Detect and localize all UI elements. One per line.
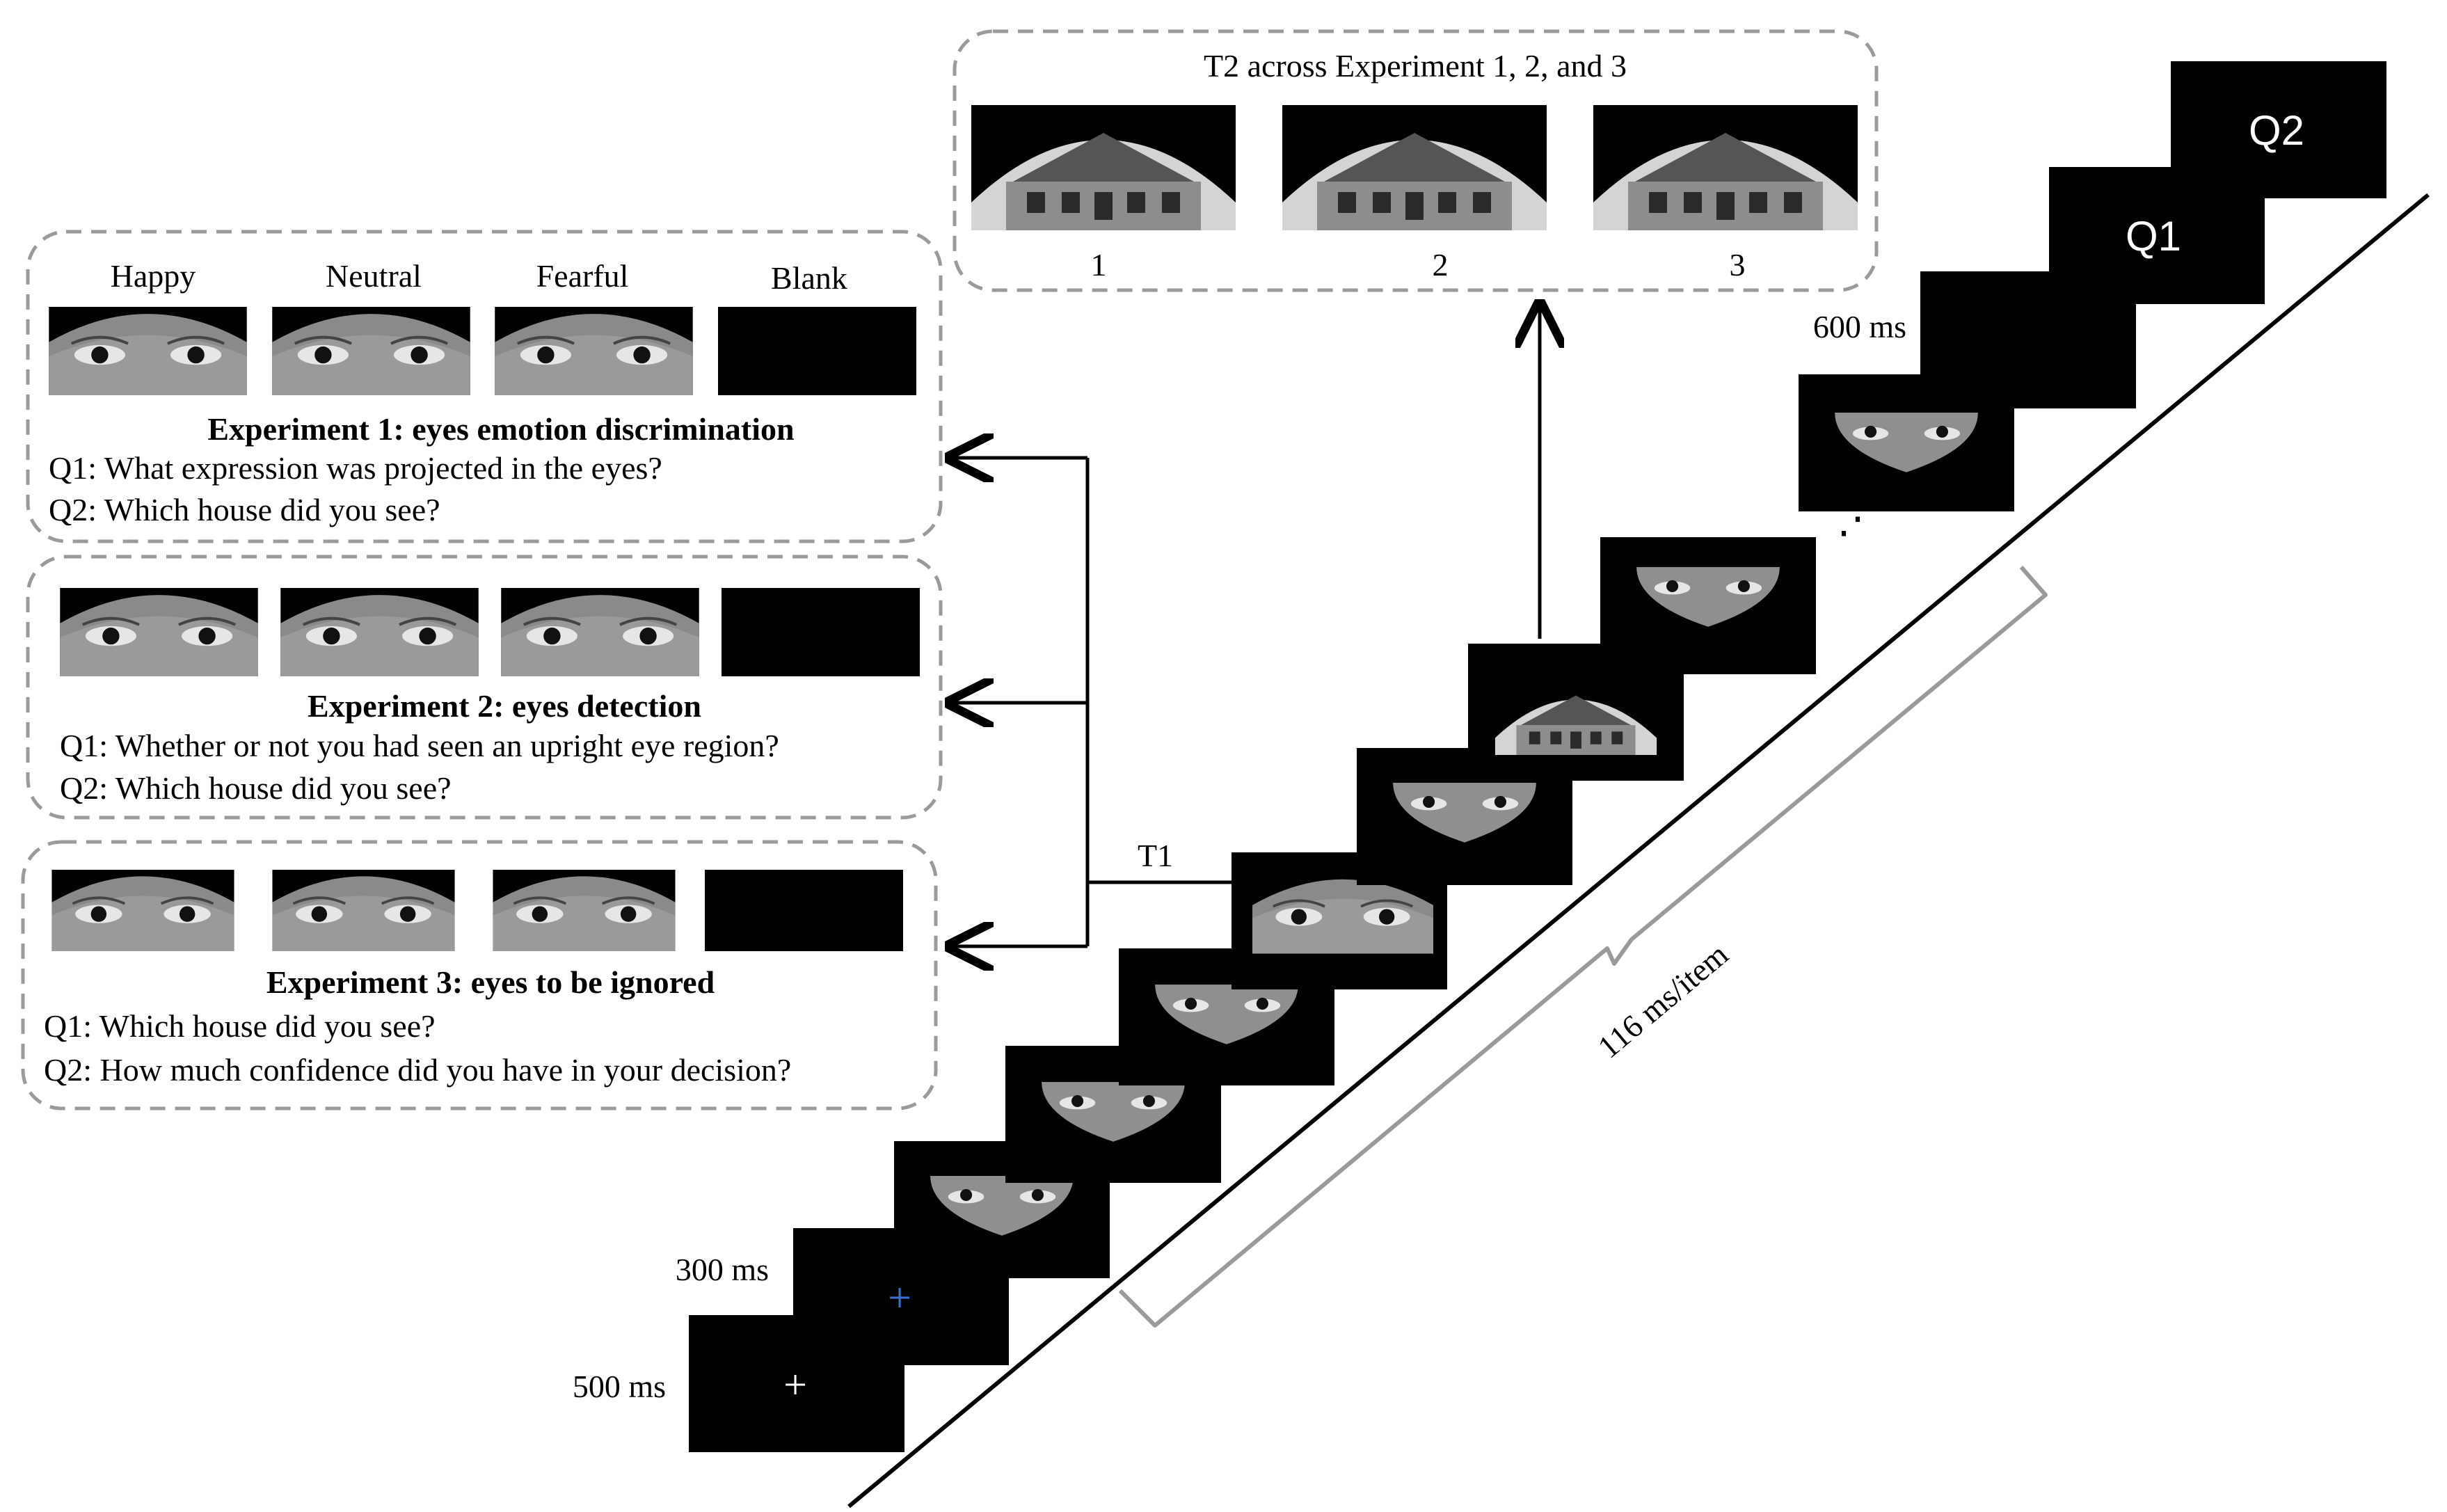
fearful-eyes-image-exp2 <box>501 588 699 676</box>
experiment-2-q1: Q1: Whether or not you had seen an uprig… <box>60 728 779 763</box>
label-neutral: Neutral <box>326 258 422 294</box>
neutral-eyes-image-exp3 <box>272 870 454 951</box>
fearful-eyes-image-exp3 <box>493 870 675 951</box>
t1-label: T1 <box>1138 838 1173 873</box>
time-axis <box>847 193 2430 1509</box>
experiment-3-q1: Q1: Which house did you see? <box>44 1008 436 1044</box>
happy-eyes-image-exp2 <box>60 588 257 676</box>
blank-image <box>718 307 916 395</box>
experiment-1-q2: Q2: Which house did you see? <box>49 492 440 527</box>
label-600ms: 600 ms <box>1813 309 1906 344</box>
t2-title: T2 across Experiment 1, 2, and 3 <box>1204 48 1627 83</box>
neutral-eyes-image <box>272 307 470 395</box>
house-number-1: 1 <box>1091 247 1107 282</box>
label-300ms: 300 ms <box>676 1252 769 1287</box>
house-number-2: 2 <box>1433 247 1449 282</box>
house-image-2 <box>1282 105 1547 230</box>
house-image-3 <box>1593 105 1858 230</box>
experiment-2-title: Experiment 2: eyes detection <box>308 688 701 724</box>
label-500ms: 500 ms <box>573 1369 666 1404</box>
q2-screen-text: Q2 <box>2249 107 2304 154</box>
blank-image-exp3 <box>705 870 903 951</box>
label-fearful: Fearful <box>536 258 629 294</box>
fearful-eyes-image <box>495 307 692 395</box>
frame-q2: Q2 <box>2171 61 2386 198</box>
label-happy: Happy <box>111 258 196 294</box>
blank-image-exp2 <box>722 588 920 676</box>
q1-screen-text: Q1 <box>2126 213 2181 260</box>
house-number-3: 3 <box>1730 247 1746 282</box>
t2-houses-box: T2 across Experiment 1, 2, and 3 1 2 3 <box>953 29 1879 292</box>
fixation-cross-blue: + <box>888 1275 911 1321</box>
experiment-3-box: Experiment 3: eyes to be ignored Q1: Whi… <box>21 840 938 1111</box>
experiment-3-title: Experiment 3: eyes to be ignored <box>266 964 715 1000</box>
t1-connector <box>952 458 1232 946</box>
experiment-2-box: Experiment 2: eyes detection Q1: Whether… <box>26 555 943 820</box>
experiment-2-q2: Q2: Which house did you see? <box>60 770 452 806</box>
experiment-1-q1: Q1: What expression was projected in the… <box>49 450 662 486</box>
neutral-eyes-image-exp2 <box>280 588 478 676</box>
fixation-cross-white: + <box>783 1362 807 1408</box>
item-duration-brace <box>1118 566 2048 1328</box>
happy-eyes-image-exp3 <box>51 870 234 951</box>
house-image-1 <box>971 105 1236 230</box>
experiment-1-title: Experiment 1: eyes emotion discriminatio… <box>207 411 794 447</box>
experiment-3-q2: Q2: How much confidence did you have in … <box>44 1052 791 1088</box>
frame-distractor-5 <box>1600 537 1816 674</box>
experiment-1-box: Happy Neutral Fearful Blank Experiment 1… <box>26 230 943 543</box>
label-blank: Blank <box>771 260 847 296</box>
happy-eyes-image <box>49 307 246 395</box>
